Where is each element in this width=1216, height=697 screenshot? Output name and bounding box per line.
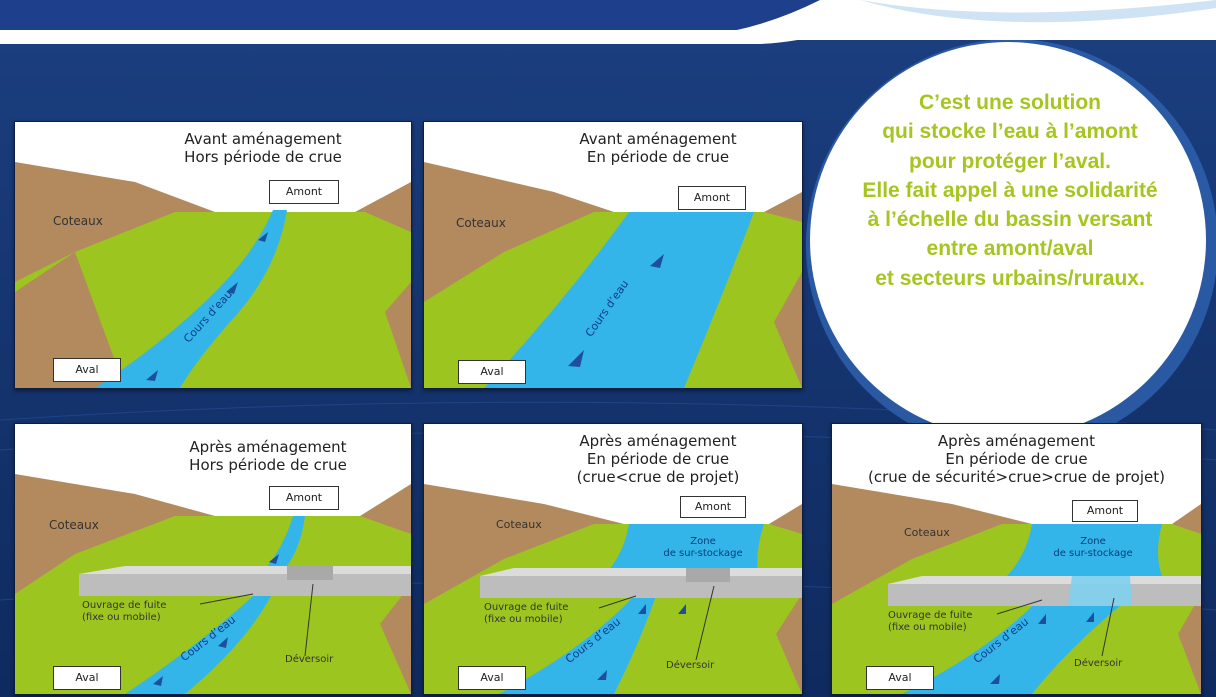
panel-title-line: Hors période de crue [184,148,342,166]
panel-title: Après aménagement En période de crue (cr… [514,432,802,486]
message-line: Elle fait appel à une solidarité [862,178,1158,202]
river [95,210,287,388]
amont-label: Amont [269,486,339,510]
aval-label: Aval [458,666,526,690]
panel-title-line: En période de crue [945,450,1088,468]
bank-right [380,584,411,694]
river-downstream [125,596,271,694]
header-swoosh [0,0,820,36]
ouvrage-line: Ouvrage de fuite [484,602,569,613]
dam-gap [287,566,333,580]
bank-right [1178,594,1201,694]
panel-scene [832,484,1201,694]
deversoir-label: Déversoir [1074,658,1123,669]
panel-title-line: Après aménagement [579,432,737,450]
river-upstream [261,516,305,574]
message-text: C’est une solution qui stocke l’eau à l’… [818,88,1202,293]
storage-zone [604,524,764,576]
panel-title: Avant aménagement Hors période de crue [115,130,411,166]
panel-after-flood: Après aménagement En période de crue (cr… [423,423,803,695]
coteaux-label: Coteaux [53,214,103,228]
deversoir-label: Déversoir [285,654,334,665]
flow-arrows [597,604,686,680]
storage-zone-label: Zone de sur-stockage [660,536,746,560]
river-downstream [499,596,656,694]
storage-zone-line: Zone [690,536,716,547]
coteaux-label: Coteaux [49,518,99,532]
panel-title: Avant aménagement En période de crue [514,130,802,166]
aval-label: Aval [53,358,121,382]
storage-zone [1007,524,1162,576]
field [15,516,411,694]
message-line: à l’échelle du bassin versant [867,208,1153,232]
panel-title-line: (crue<crue de projet) [576,468,740,486]
overflow [1068,576,1132,606]
aval-label: Aval [53,666,121,690]
flow-arrows [568,254,664,367]
panel-title: Après aménagement Hors période de crue [125,438,411,474]
dam-body [79,574,411,596]
bank-left [15,252,125,388]
dam-body [480,576,802,598]
panel-title-line: En période de crue [586,450,730,468]
ouvrage-line: (fixe ou mobile) [82,612,161,623]
storage-zone-line: de sur-stockage [663,548,743,559]
message-line: pour protéger l’aval. [909,149,1111,173]
ouvrage-label: Ouvrage de fuite (fixe ou mobile) [82,600,166,624]
panel-title-line: Avant aménagement [579,130,737,148]
panel-title-line: En période de crue [586,148,730,166]
dam-top [79,566,411,574]
storage-zone-label: Zone de sur-stockage [1048,536,1138,560]
ouvrage-line: Ouvrage de fuite [82,600,167,611]
ouvrage-line: Ouvrage de fuite [888,610,973,621]
message-line: et secteurs urbains/ruraux. [875,266,1145,290]
dam-body [888,584,1201,606]
river-downstream [902,596,1132,694]
amont-label: Amont [678,186,746,210]
aval-label: Aval [458,360,526,384]
coteaux-label: Coteaux [904,526,950,539]
panel-before-flood: Avant aménagement En période de crue Amo… [423,121,803,389]
deversoir-label: Déversoir [666,660,715,671]
ouvrage-line: (fixe ou mobile) [888,622,967,633]
dam-top [480,568,802,576]
panel-before-normal: Avant aménagement Hors période de crue A… [14,121,412,389]
panel-title-line: Après aménagement [189,438,347,456]
panel-title-line: Hors période de crue [189,456,347,474]
panel-title-line: Avant aménagement [184,130,342,148]
storage-zone-line: Zone [1080,536,1106,547]
ouvrage-line: (fixe ou mobile) [484,614,563,625]
panel-scene [424,162,802,388]
river [484,212,754,388]
panel-title-line: (crue de sécurité>crue>crue de projet) [868,468,1165,486]
bank-right [776,594,802,694]
bank-right [385,282,411,388]
panel-after-normal: Après aménagement Hors période de crue A… [14,423,412,695]
flow-arrows [146,232,268,381]
aval-label: Aval [866,666,934,690]
amont-label: Amont [1072,500,1138,522]
storage-zone-line: de sur-stockage [1053,548,1133,559]
bank-right [774,272,802,388]
panel-title-line: Après aménagement [937,432,1096,450]
message-line: entre amont/aval [926,237,1094,261]
ouvrage-label: Ouvrage de fuite (fixe ou mobile) [888,610,972,634]
flow-arrows [153,554,279,686]
panel-scene [15,474,411,694]
coteaux-label: Coteaux [456,216,506,230]
amont-label: Amont [269,180,339,204]
panel-title: Après aménagement En période de crue (cr… [832,432,1201,486]
panel-scene [15,162,411,388]
message-line: C’est une solution [918,91,1101,114]
panel-after-extreme-flood: Après aménagement En période de crue (cr… [831,423,1202,695]
dam-gap [686,568,730,582]
flow-arrows [990,612,1094,684]
coteaux-label: Coteaux [496,518,542,531]
ouvrage-label: Ouvrage de fuite (fixe ou mobile) [484,602,568,626]
message-circle [806,40,1216,451]
panel-scene [424,484,802,694]
dam-top [888,576,1201,584]
amont-label: Amont [680,496,746,518]
message-line: qui stocke l’eau à l’amont [882,120,1138,144]
